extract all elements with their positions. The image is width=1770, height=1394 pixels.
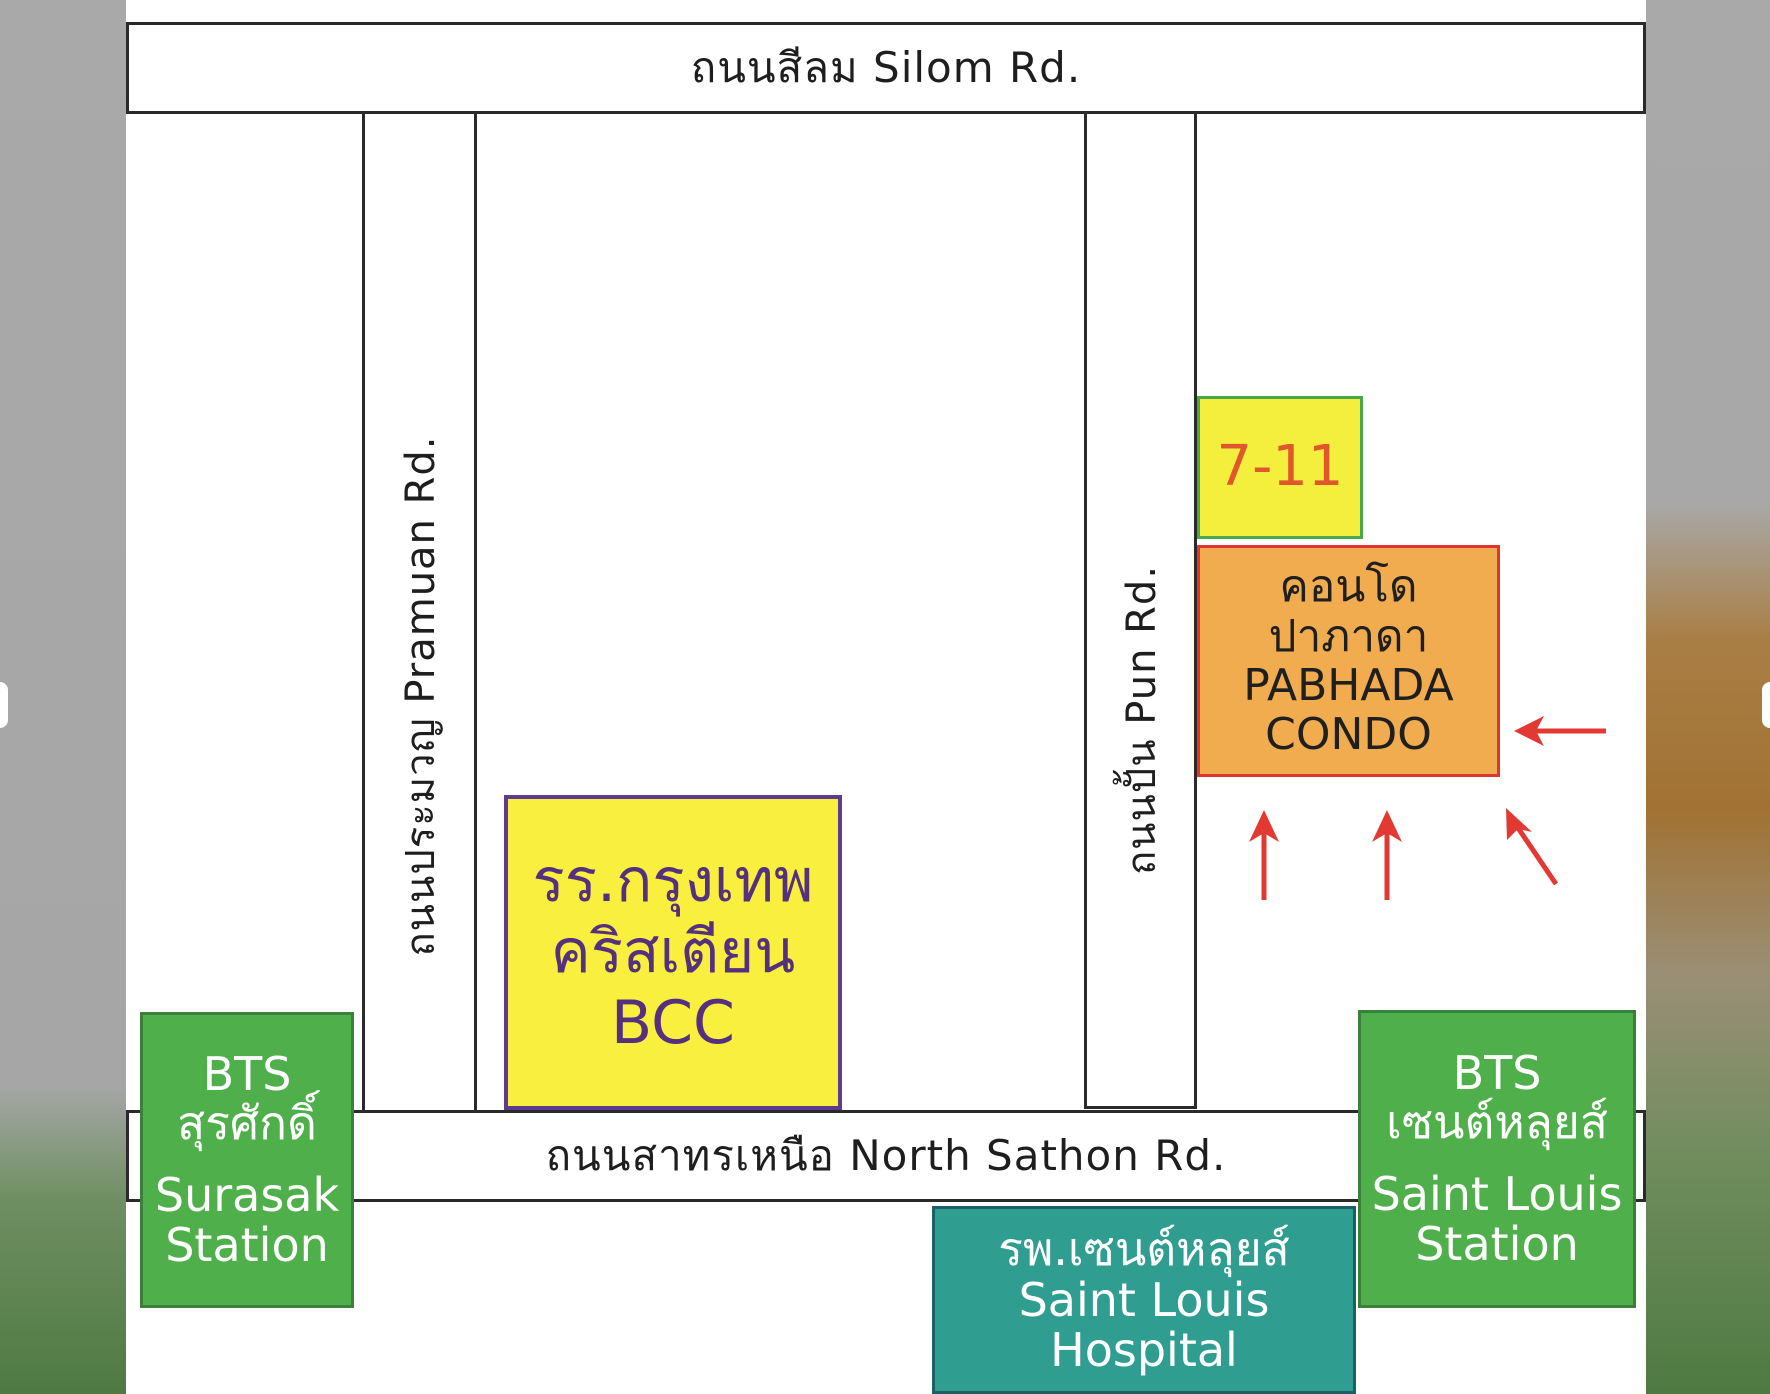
saint-louis-hospital: รพ.เซนต์หลุยส์ Saint Louis Hospital [932, 1206, 1356, 1394]
north-sathon-road-label: ถนนสาทรเหนือ North Sathon Rd. [545, 1131, 1227, 1180]
right-blurred-margin [1646, 0, 1770, 1394]
school-name-line-1: รร.กรุงเทพ [532, 846, 814, 917]
bangkok-christian-college: รร.กรุงเทพ คริสเตียน BCC [504, 795, 842, 1110]
school-name-line-2: คริสเตียน [550, 917, 796, 988]
school-name-line-3: BCC [611, 987, 735, 1058]
arrow-diagonal-icon [1506, 808, 1559, 886]
bts-surasak-line-4: Station [165, 1217, 329, 1272]
condo-name-line-3: PABHADA [1243, 660, 1454, 711]
condo-name-line-2: ปาภาดา [1268, 610, 1429, 662]
pun-road-label: ถนนปั้น Pun Rd. [1118, 564, 1165, 876]
location-map: ถนนสีลม Silom Rd. ถนนประมวญ Pramuan Rd. … [126, 0, 1646, 1394]
hospital-name-line-2: Saint Louis [1018, 1272, 1270, 1327]
arrow-up-2-icon [1372, 810, 1402, 900]
bts-surasak-line-2: สุรศักดิ์ [177, 1096, 317, 1151]
seven-eleven-label: 7-11 [1216, 434, 1344, 500]
condo-name-line-1: คอนโด [1279, 561, 1418, 613]
bts-saint-louis-station: BTS เซนต์หลุยส์ Saint Louis Station [1358, 1010, 1636, 1308]
silom-road-label: ถนนสีลม Silom Rd. [690, 43, 1082, 92]
left-blurred-margin [0, 0, 126, 1394]
bts-surasak-station: BTS สุรศักดิ์ Surasak Station [140, 1012, 354, 1308]
pramuan-road-label: ถนนประมวญ Pramuan Rd. [397, 435, 444, 957]
bts-saint-louis-line-3: Saint Louis [1371, 1167, 1623, 1221]
pun-road: ถนนปั้น Pun Rd. [1084, 111, 1197, 1109]
pramuan-road: ถนนประมวญ Pramuan Rd. [362, 111, 477, 1113]
bts-surasak-line-1: BTS [202, 1046, 292, 1101]
hospital-name-line-1: รพ.เซนต์หลุยส์ [998, 1222, 1290, 1277]
bts-saint-louis-line-1: BTS [1452, 1045, 1542, 1100]
seven-eleven-store: 7-11 [1197, 396, 1363, 539]
previous-image-indicator[interactable] [0, 682, 8, 728]
next-image-indicator[interactable] [1762, 682, 1770, 728]
condo-name-line-4: CONDO [1265, 709, 1432, 761]
bts-saint-louis-line-4: Station [1415, 1216, 1579, 1271]
arrow-from-right-icon [1514, 716, 1606, 746]
pabhada-condo: คอนโด ปาภาดา PABHADA CONDO [1197, 545, 1500, 777]
bts-surasak-line-3: Surasak [154, 1168, 340, 1222]
silom-road: ถนนสีลม Silom Rd. [126, 22, 1646, 114]
bts-saint-louis-line-2: เซนต์หลุยส์ [1386, 1095, 1608, 1150]
hospital-name-line-3: Hospital [1050, 1323, 1238, 1378]
arrow-up-1-icon [1249, 810, 1279, 900]
